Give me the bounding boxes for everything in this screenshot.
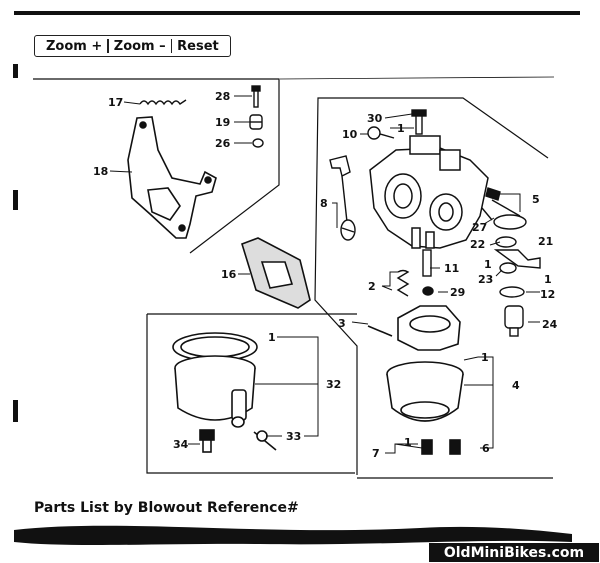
jet-and-spring — [396, 249, 434, 297]
callout-1-f: 1 — [404, 436, 412, 449]
callout-19: 19 — [215, 116, 230, 129]
carburetor-body — [369, 135, 489, 249]
callout-10: 10 — [342, 128, 358, 141]
callout-33: 33 — [286, 430, 301, 443]
callout-23: 23 — [478, 273, 493, 286]
callout-12: 12 — [540, 288, 555, 301]
callout-1-d: 1 — [268, 331, 276, 344]
callout-2: 2 — [368, 280, 376, 293]
brush-stroke — [14, 525, 572, 546]
reset-button[interactable]: Reset — [177, 38, 219, 54]
callout-7: 7 — [372, 447, 380, 460]
callout-22: 22 — [470, 238, 485, 251]
spring-part-17 — [139, 99, 187, 106]
callout-24: 24 — [542, 318, 558, 331]
callout-26: 26 — [215, 137, 231, 150]
frame-lower-left — [146, 314, 355, 474]
callout-8: 8 — [320, 197, 328, 210]
callout-34: 34 — [173, 438, 189, 451]
callout-29: 29 — [450, 286, 465, 299]
choke-lever-part-8 — [329, 155, 356, 241]
right-side-parts — [481, 187, 541, 337]
callout-16: 16 — [221, 268, 237, 281]
callout-17: 17 — [108, 96, 123, 109]
zoom-toolbar: Zoom + Zoom – Reset — [34, 35, 231, 57]
zoom-out-button[interactable]: Zoom – — [113, 38, 166, 54]
callout-18: 18 — [93, 165, 108, 178]
callout-1-c: 1 — [544, 273, 552, 286]
callout-5: 5 — [532, 193, 540, 206]
callout-11: 11 — [444, 262, 459, 275]
float-bowl-part-32 — [172, 332, 277, 453]
toolbar-divider — [107, 39, 109, 53]
frame-upper-left — [33, 78, 280, 254]
callout-1-b: 1 — [484, 258, 492, 271]
top-rule — [14, 11, 580, 15]
callout-1-a: 1 — [397, 122, 405, 135]
callout-30: 30 — [367, 112, 383, 125]
gasket-part-16 — [241, 237, 311, 309]
site-watermark: OldMiniBikes.com — [429, 543, 599, 562]
zoom-in-button[interactable]: Zoom + — [46, 38, 103, 54]
callout-27: 27 — [472, 221, 487, 234]
parts-list-caption: Parts List by Blowout Reference# — [34, 500, 299, 516]
bracket-part-18 — [127, 116, 217, 239]
callout-4: 4 — [512, 379, 520, 392]
callout-32: 32 — [326, 378, 341, 391]
leader-lines — [109, 95, 540, 454]
callout-21: 21 — [538, 235, 553, 248]
frame-right — [314, 97, 549, 475]
float-bowl-part-4 — [367, 305, 464, 455]
callout-labels: 17 28 19 26 18 16 30 1 10 8 5 27 21 22 1… — [93, 90, 558, 460]
callout-1-e: 1 — [481, 351, 489, 364]
callout-3: 3 — [338, 317, 346, 330]
small-fasteners — [249, 85, 264, 148]
toolbar-divider — [170, 39, 173, 53]
callout-6: 6 — [482, 442, 490, 455]
callout-28: 28 — [215, 90, 230, 103]
screws-30-10 — [367, 109, 427, 140]
